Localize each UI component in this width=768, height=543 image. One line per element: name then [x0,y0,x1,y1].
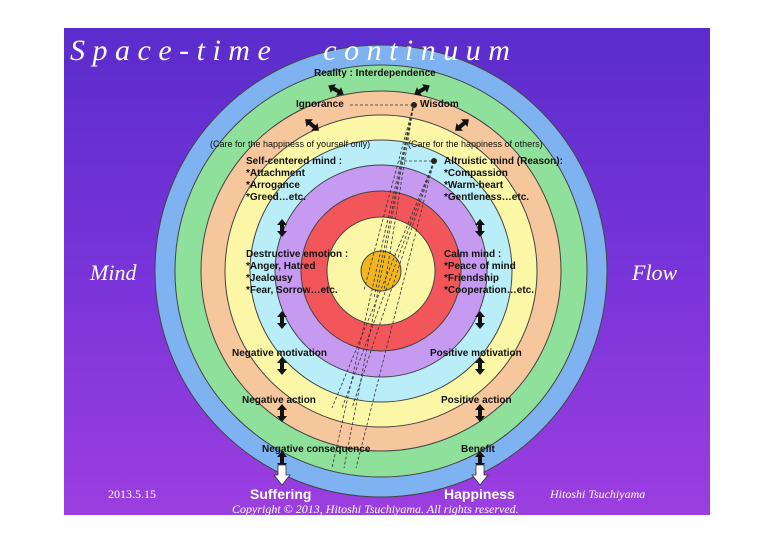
self-centered-mind-text: Self-centered mind : *Attachment *Arroga… [246,156,343,203]
ignorance-label: Ignorance [296,99,344,110]
wisdom-label: Wisdom [420,99,459,110]
dashed-link-3 [331,160,435,409]
arrow-ignorance-outer [328,84,344,96]
arrow-right-4 [475,451,485,469]
arrow-left-3 [277,404,287,422]
dashed-link-8 [355,160,435,469]
arrow-left-4 [277,451,287,469]
calm-mind-text: Calm mind : *Peace of mind *Friendship *… [444,249,535,296]
altruistic-mind-text: Altruistic mind (Reason): *Compassion *W… [444,156,563,203]
destructive-emotion-text: Destructive emotion : *Anger, Hatred *Je… [246,249,349,296]
negative-motivation-label: Negative motivation [232,348,328,359]
concentric-rings-diagram [154,44,608,498]
mind-label: Mind [90,260,137,285]
ring-core [360,250,402,292]
arrow-right-3 [475,404,485,422]
date-label: 2013.5.15 [108,487,156,501]
arrow-ignorance-inner [305,119,319,131]
care-self-label: (Care for the happiness of yourself only… [210,139,371,149]
arrow-to-happiness [471,464,489,486]
arrow-right-2 [475,357,485,375]
negative-consequence-label: Negative consequence [262,444,371,455]
arrow-left-1 [277,311,287,329]
positive-action-label: Positive action [441,395,512,406]
happiness-label: Happiness [444,486,515,502]
wisdom-node-dot [411,102,417,108]
arrow-right-0 [475,219,485,237]
dashed-link-0 [363,102,415,291]
dashed-link-7 [343,102,415,469]
reality-label: Reality : Interdependence [314,68,436,79]
slide-background: S p a c e - t i m e c o n t i n u u m Mi… [64,28,710,515]
arrow-left-0 [277,219,287,237]
positive-motivation-label: Positive motivation [430,348,522,359]
dashed-link-6 [331,102,415,469]
arrow-left-2 [277,357,287,375]
benefit-label: Benefit [461,444,495,455]
arrow-right-1 [475,311,485,329]
arrow-wisdom-inner [455,119,469,131]
flow-label: Flow [632,260,678,285]
dashed-link-5 [351,160,435,409]
negative-action-label: Negative action [242,395,316,406]
author-label: Hitoshi Tsuchiyama [550,487,646,501]
slide-title: S p a c e - t i m e c o n t i n u u m [70,34,510,67]
arrow-wisdom-outer [414,84,430,96]
dashed-link-2 [383,102,415,291]
care-others-label: (Care for the happiness of others) [408,139,543,149]
suffering-label: Suffering [250,486,312,502]
arrow-to-suffering [273,464,291,486]
copyright-label: Copyright © 2013, Hitoshi Tsuchiyama. Al… [232,502,519,515]
dashed-link-4 [341,160,435,409]
altruistic-node-dot [431,158,437,164]
dashed-link-1 [373,102,415,299]
